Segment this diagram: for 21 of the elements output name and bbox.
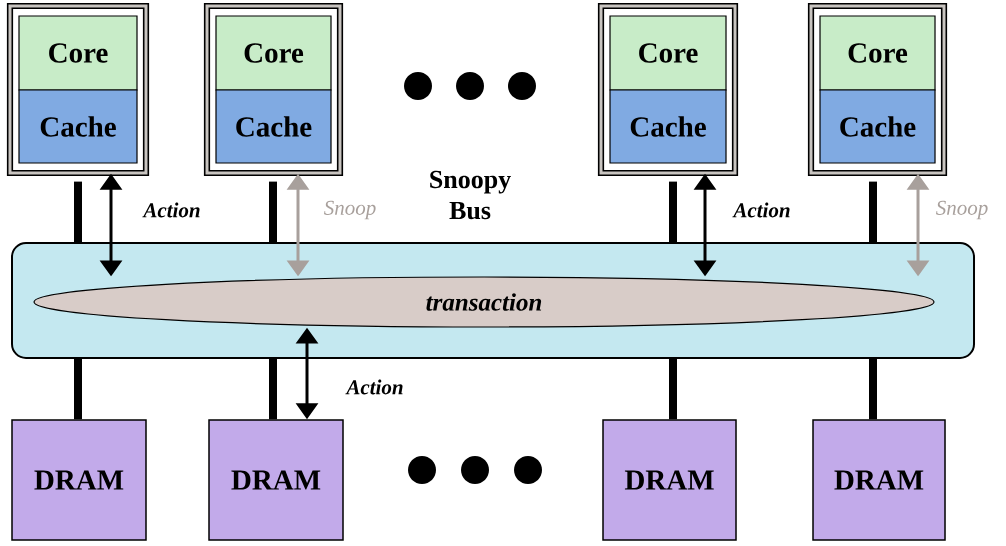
core-box: Core	[609, 15, 727, 91]
node-label: Snoopy Bus	[430, 170, 511, 220]
core-box: Core	[18, 15, 138, 91]
processor-frame	[6, 2, 150, 177]
edge-label: Action	[732, 201, 792, 219]
edge-label: Snoop	[322, 199, 378, 221]
dram-box: DRAM	[602, 419, 737, 541]
cache-box: Cache	[609, 89, 727, 164]
cache-box: Cache	[18, 89, 138, 164]
edge-label: Action	[345, 378, 405, 396]
dram-box: DRAM	[812, 419, 946, 541]
cache-box: Cache	[215, 89, 332, 164]
core-box: Core	[215, 15, 332, 91]
processor-frame	[807, 2, 948, 177]
cache-box: Cache	[819, 89, 936, 164]
core-box: Core	[819, 15, 936, 91]
dram-box: DRAM	[208, 419, 344, 541]
dram-box: DRAM	[11, 419, 147, 541]
edge-label: Action	[142, 201, 202, 219]
processor-frame	[597, 2, 739, 177]
processor-frame	[203, 2, 344, 177]
